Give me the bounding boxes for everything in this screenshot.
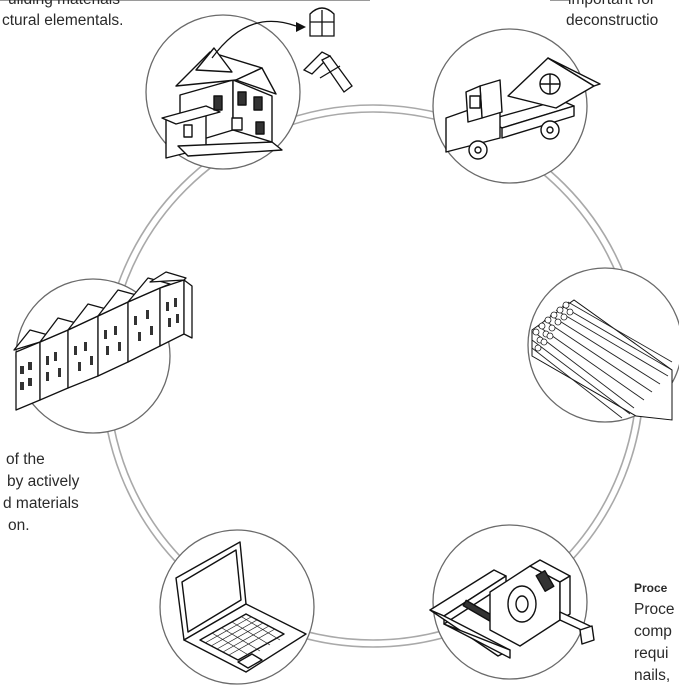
lumber-icon [531,299,673,421]
top-left-text-line-2: ctural elementals. [2,12,124,29]
left-text-line-2: by actively [7,473,80,490]
measuring-tools-icon [429,559,595,659]
bottom-right-text-line-3: requi [634,645,669,662]
left-text-line-3: d materials [3,495,79,512]
bottom-right-text-line-1: Proce [634,601,675,618]
bottom-right-text-line-4: nails, [634,667,671,684]
top-right-text-line-2: deconstructio [566,12,659,29]
house-icon [161,20,306,159]
top-right-text-line-1: important for [568,0,655,9]
top-left-rule [0,0,370,1]
laptop-icon [175,541,307,673]
left-text-line-1: of the [6,451,45,468]
bottom-right-heading: Proce [634,581,668,595]
bottom-right-text-line-2: comp [634,623,672,640]
top-right-rule [550,0,570,1]
rowhouses-icon [13,271,193,411]
top-left-text-line-1: uilding materials [8,0,120,9]
truck-icon [445,57,601,160]
salvaged-window-icon [302,7,353,93]
left-text-line-4: on. [8,517,30,534]
